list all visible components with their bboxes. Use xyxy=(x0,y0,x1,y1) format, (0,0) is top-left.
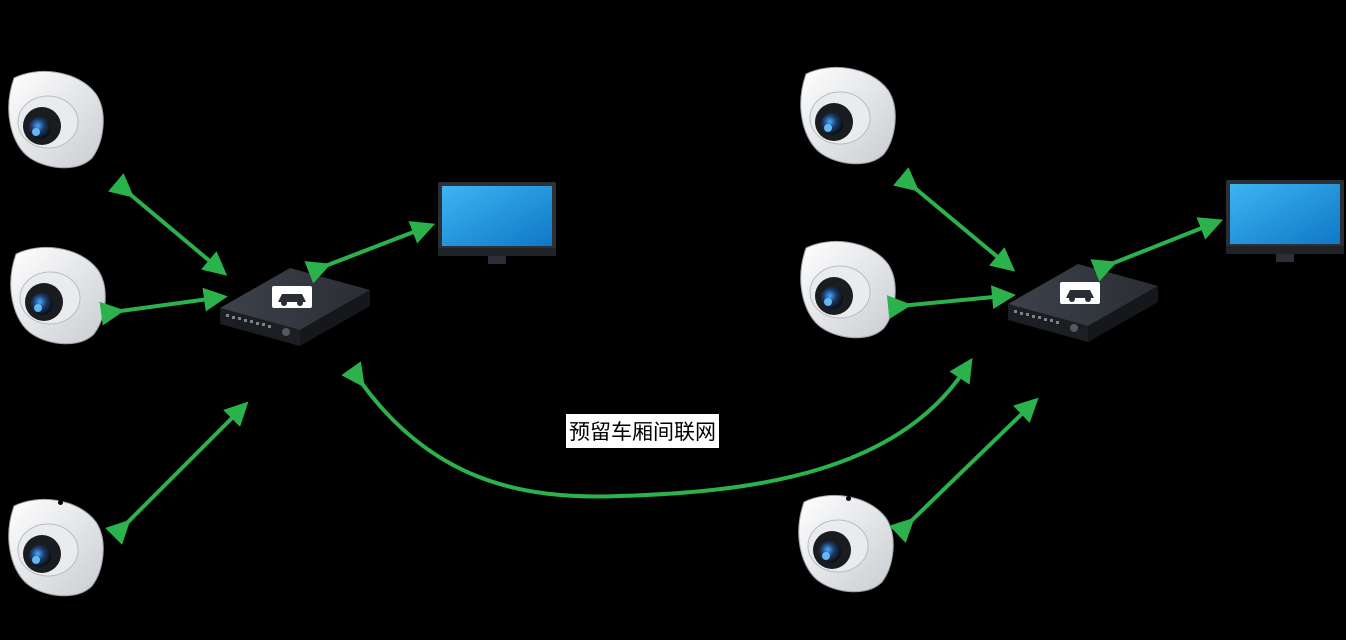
inter-car-link-label: 预留车厢间联网 xyxy=(566,414,719,448)
link-arrow xyxy=(105,401,249,545)
nvr-icon xyxy=(1008,264,1158,342)
camera-icon xyxy=(10,246,106,345)
camera-label: 车载监控 xyxy=(16,611,81,630)
camera-icon xyxy=(800,66,896,165)
nvr-label: 车载存储主机 xyxy=(236,360,333,379)
pc-label: 上位机 xyxy=(1256,280,1305,299)
link-arrow xyxy=(99,287,228,326)
link-arrow xyxy=(886,285,1016,320)
car2-title: 2号车厢监控 xyxy=(988,24,1182,64)
ellipsis-dot xyxy=(846,408,851,413)
link-arrow xyxy=(108,173,228,276)
camera-icon xyxy=(8,70,104,169)
ellipsis-dot xyxy=(846,496,851,501)
inter-car-link-arrow xyxy=(341,357,973,499)
ellipsis-dot xyxy=(846,452,851,457)
ellipsis-dot xyxy=(58,410,63,415)
link-arrow xyxy=(893,167,1016,272)
nvr-icon xyxy=(220,268,370,346)
monitor-icon xyxy=(438,182,556,264)
monitor-icon xyxy=(1226,180,1344,262)
camera-label: 车载监控 xyxy=(800,611,865,630)
camera-label: 车载监控 xyxy=(800,182,865,201)
camera-icon xyxy=(798,494,894,593)
pc-label: 上位机 xyxy=(470,284,519,303)
camera-label: 车载监控 xyxy=(16,360,81,379)
camera-label: 车载监控 xyxy=(802,354,867,373)
ellipsis-dot xyxy=(58,500,63,505)
camera-icon xyxy=(800,240,896,339)
camera-label: 车载监控 xyxy=(16,184,81,203)
link-arrow xyxy=(304,221,436,284)
car1-title: 1号车厢监控 xyxy=(202,26,396,66)
link-arrow xyxy=(889,397,1039,543)
ellipsis-dot xyxy=(58,456,63,461)
link-arrow xyxy=(1090,217,1224,282)
nvr-label: 车载存储主机 xyxy=(1024,354,1121,373)
camera-icon xyxy=(8,498,104,597)
